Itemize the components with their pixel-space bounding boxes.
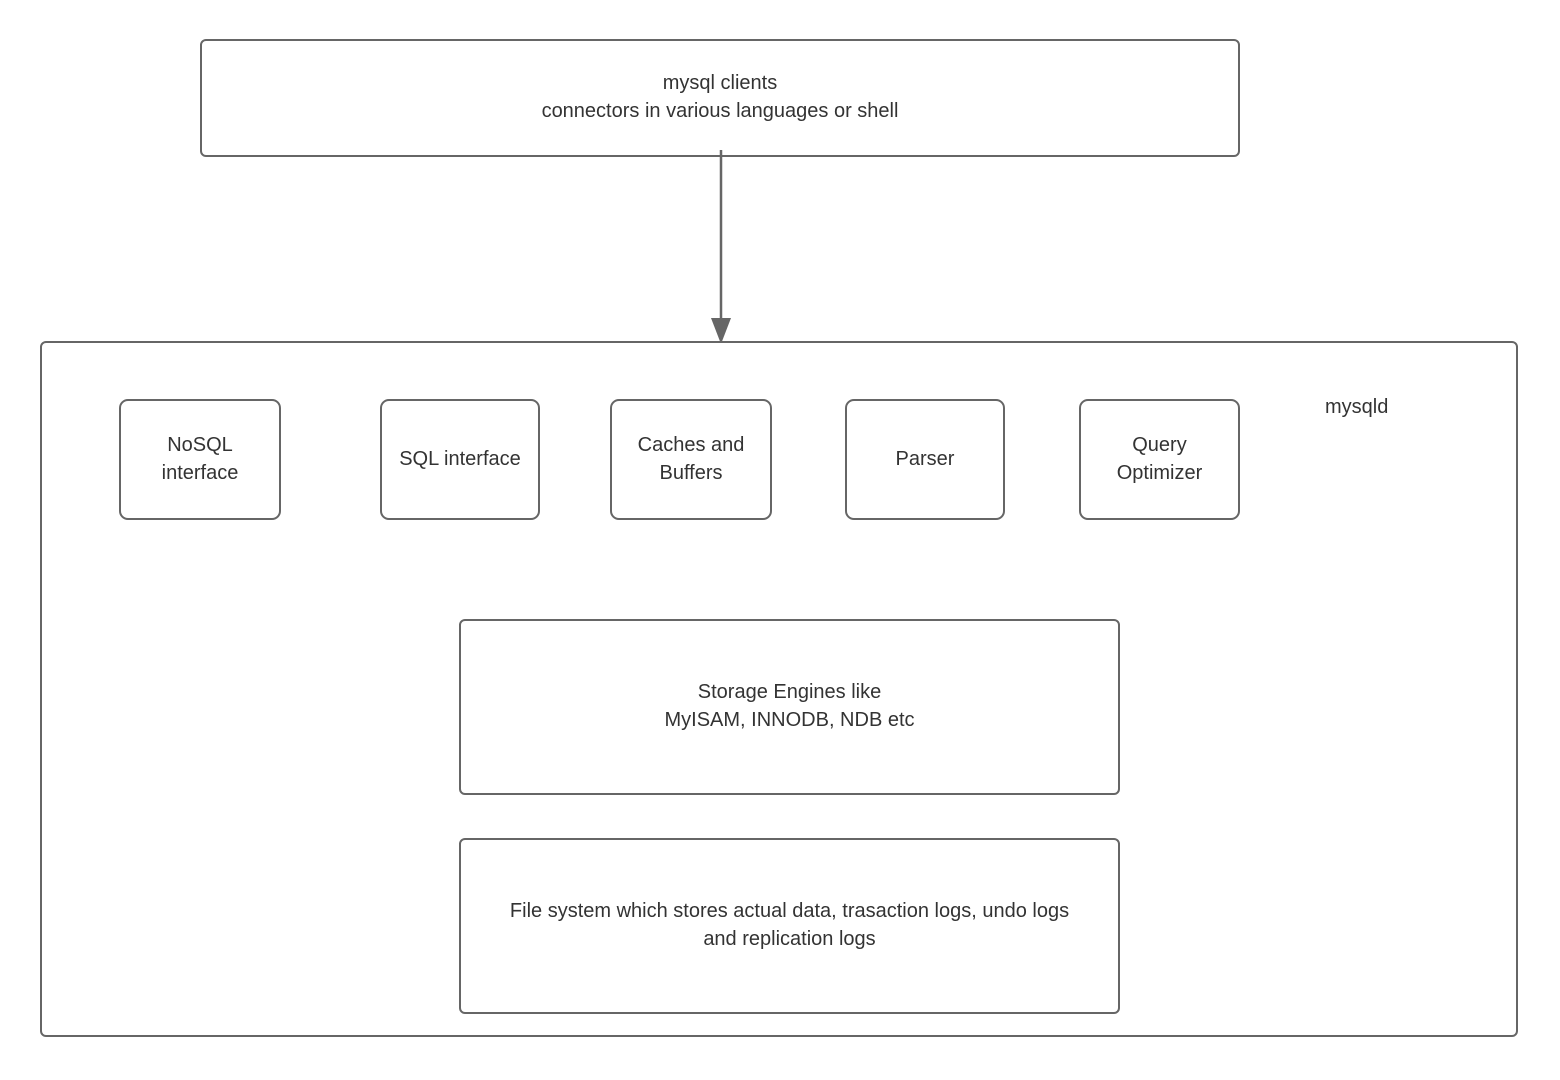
component-label: Parser: [895, 447, 955, 470]
flow-arrow-down-icon: [711, 150, 731, 344]
component-label: SQL interface: [399, 447, 521, 470]
component-box-sql-interface[interactable]: SQL interface: [380, 399, 540, 520]
component-box-nosql-interface[interactable]: NoSQL interface: [119, 399, 281, 520]
component-label: Caches and Buffers: [637, 433, 745, 484]
file-system-label: File system which stores actual data, tr…: [509, 900, 1070, 950]
component-label: Query Optimizer: [1116, 433, 1203, 484]
mysqld-label: mysqld: [1325, 396, 1389, 418]
component-box-caches-and-buffers[interactable]: Caches and Buffers: [610, 399, 772, 520]
file-system-box[interactable]: File system which stores actual data, tr…: [459, 838, 1120, 1014]
storage-engines-label: Storage Engines like MyISAM, INNODB, NDB…: [664, 681, 915, 731]
component-label: NoSQL interface: [161, 433, 239, 484]
mysql-clients-label: mysql clients connectors in various lang…: [541, 72, 899, 122]
component-box-parser[interactable]: Parser: [845, 399, 1005, 520]
mysql-clients-box[interactable]: mysql clients connectors in various lang…: [200, 39, 1240, 157]
component-box-query-optimizer[interactable]: Query Optimizer: [1079, 399, 1240, 520]
storage-engines-box[interactable]: Storage Engines like MyISAM, INNODB, NDB…: [459, 619, 1120, 795]
